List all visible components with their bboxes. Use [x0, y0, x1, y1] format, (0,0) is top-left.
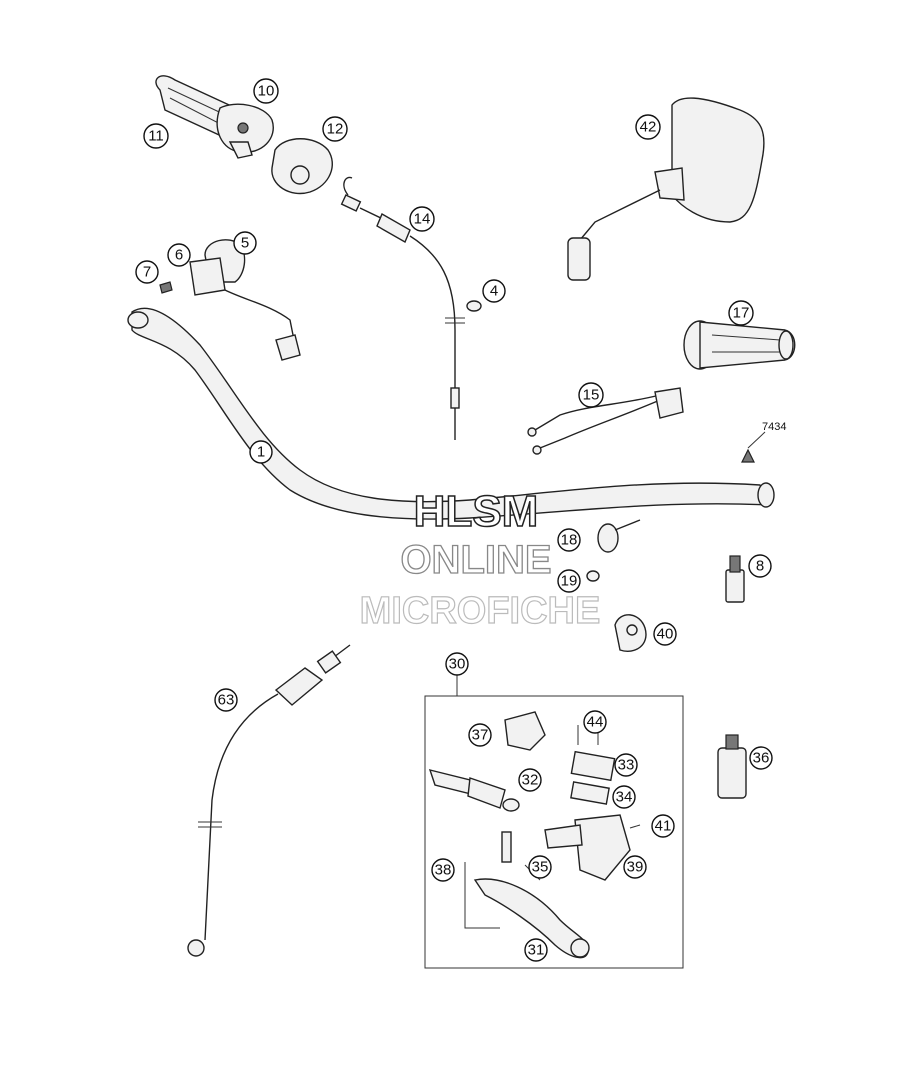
callout-5: 5: [233, 231, 257, 255]
switch-wiring: [527, 387, 684, 455]
svg-text:17: 17: [733, 305, 750, 322]
callout-37: 37: [468, 723, 492, 747]
svg-text:5: 5: [241, 235, 249, 252]
svg-text:37: 37: [472, 727, 489, 744]
callout-38: 38: [431, 858, 455, 882]
svg-text:15: 15: [583, 387, 600, 404]
svg-text:4: 4: [490, 283, 498, 300]
callout-7: 7: [135, 260, 159, 284]
callout-41: 41: [651, 814, 675, 838]
svg-text:40: 40: [657, 626, 674, 643]
svg-text:14: 14: [414, 211, 431, 228]
svg-text:18: 18: [561, 532, 578, 549]
callout-11: 11: [143, 123, 169, 149]
throttle-cable: [340, 176, 482, 440]
right-grip: [683, 320, 796, 370]
svg-text:39: 39: [627, 859, 644, 876]
svg-text:44: 44: [587, 714, 604, 731]
bottle-small: [725, 555, 745, 603]
callout-8: 8: [748, 554, 772, 578]
callout-12: 12: [322, 116, 348, 142]
svg-text:34: 34: [616, 789, 633, 806]
handlebar: [127, 307, 775, 520]
callout-18: 18: [557, 528, 581, 552]
callout-31: 31: [524, 938, 548, 962]
callout-42: 42: [635, 114, 661, 140]
callout-1: 1: [249, 440, 273, 464]
svg-text:36: 36: [753, 750, 770, 767]
svg-text:35: 35: [532, 859, 549, 876]
callout-15: 15: [578, 382, 604, 408]
reference-part-tip: [741, 448, 755, 463]
master-cylinder-parts: [428, 711, 641, 959]
throttle-grip: [155, 75, 274, 159]
watermark-line-2: ONLINE: [400, 538, 551, 582]
callout-30: 30: [445, 652, 469, 676]
svg-text:19: 19: [561, 573, 578, 590]
callout-36: 36: [749, 746, 773, 770]
svg-text:41: 41: [655, 818, 672, 835]
callout-44: 44: [583, 710, 607, 734]
svg-text:11: 11: [148, 128, 164, 145]
mirror: [567, 97, 765, 281]
callout-35: 35: [528, 855, 552, 879]
callout-32: 32: [518, 768, 542, 792]
callout-63: 63: [214, 688, 238, 712]
svg-text:10: 10: [258, 83, 275, 100]
watermark-line-3: MICROFICHE: [360, 590, 601, 632]
throttle-housing-cover: [271, 138, 333, 195]
master-cylinder-box: [424, 695, 684, 969]
nut: [586, 570, 600, 582]
callout-40: 40: [653, 622, 677, 646]
reference-code: 7434: [762, 421, 786, 433]
oil-bottle: [717, 734, 747, 799]
clamp-assembly: [159, 239, 301, 361]
callout-17: 17: [728, 300, 754, 326]
svg-text:42: 42: [640, 119, 657, 136]
callout-34: 34: [612, 785, 636, 809]
svg-text:12: 12: [327, 121, 344, 138]
watermark: HLSM ONLINE MICROFICHE: [359, 486, 601, 632]
svg-text:6: 6: [175, 247, 183, 264]
callouts: 1 4 5 6 7 8 10 11 12 14 15 17 18 19 30 3…: [135, 78, 773, 962]
svg-text:32: 32: [522, 772, 539, 789]
callout-14: 14: [409, 206, 435, 232]
callout-33: 33: [614, 753, 638, 777]
clamp-40: [614, 614, 647, 652]
svg-text:1: 1: [257, 444, 265, 461]
svg-text:31: 31: [528, 942, 545, 959]
svg-text:33: 33: [618, 757, 635, 774]
svg-text:7: 7: [143, 264, 151, 281]
callout-4: 4: [482, 279, 506, 303]
cable-tie: [597, 519, 641, 553]
svg-text:30: 30: [449, 656, 466, 673]
callout-6: 6: [167, 243, 191, 267]
callout-10: 10: [253, 78, 279, 104]
callout-39: 39: [623, 855, 647, 879]
callout-19: 19: [557, 569, 581, 593]
clutch-cable: [187, 644, 351, 957]
svg-text:8: 8: [756, 558, 764, 575]
svg-text:38: 38: [435, 862, 452, 879]
svg-text:63: 63: [218, 692, 235, 709]
watermark-line-1: HLSM: [414, 487, 539, 536]
